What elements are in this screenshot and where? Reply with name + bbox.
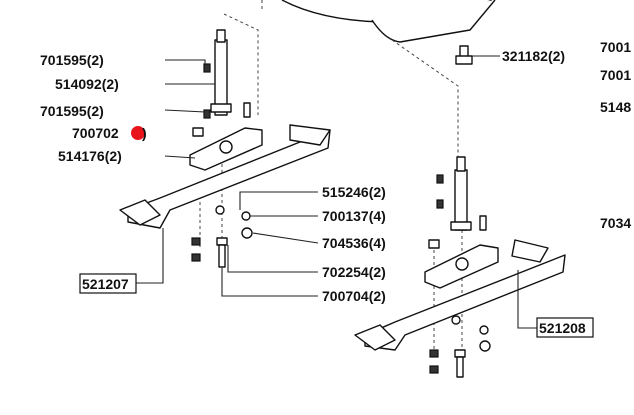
red-dot-icon (131, 126, 145, 140)
mower-deck (261, 0, 496, 43)
label-514092: 514092(2) (55, 76, 119, 92)
label-edge-7001-b: 7001 (600, 67, 631, 83)
box-521208 (536, 317, 594, 338)
label-321182: 321182(2) (502, 48, 565, 64)
left-blade-adapter (189, 127, 263, 171)
right-spindle (428, 45, 487, 249)
label-700702-suffix: ) (142, 125, 147, 141)
label-701595-bottom: 701595(2) (40, 103, 104, 119)
label-514176: 514176(2) (58, 148, 122, 164)
label-521208: 521208 (539, 320, 586, 336)
left-blade (119, 124, 331, 229)
left-spindle (192, 29, 251, 137)
label-700702: 700702 (72, 125, 119, 141)
right-hardware (429, 315, 491, 378)
right-blade (354, 239, 566, 351)
guide-lines (199, 13, 463, 350)
label-edge-7034: 7034 (600, 215, 631, 231)
box-521207 (79, 273, 137, 294)
label-701595-top: 701595(2) (40, 52, 104, 68)
label-704536: 704536(4) (322, 235, 386, 251)
right-blade-adapter (424, 244, 499, 289)
label-515246: 515246(2) (322, 184, 386, 200)
leader-lines (135, 55, 537, 329)
label-700137: 700137(4) (322, 208, 386, 224)
left-hardware (191, 205, 253, 268)
label-700704: 700704(2) (322, 288, 386, 304)
label-521207: 521207 (82, 276, 129, 292)
label-edge-5148: 5148 (600, 99, 631, 115)
label-edge-7001-a: 7001 (600, 39, 631, 55)
label-702254: 702254(2) (322, 264, 386, 280)
